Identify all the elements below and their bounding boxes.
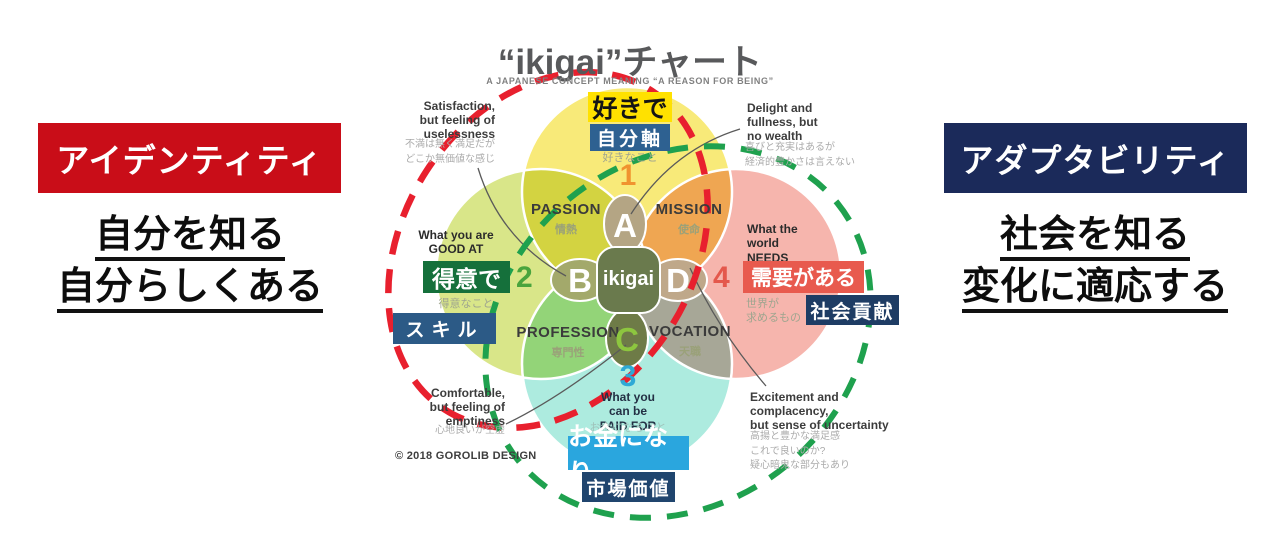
adaptability-banner: アダプタビリティ [944, 123, 1247, 193]
needs-box: 需要がある [743, 261, 864, 293]
letter-c: C [615, 321, 639, 358]
skill-tag: スキル [393, 313, 496, 344]
number-4: 4 [713, 261, 730, 294]
adaptability-line-2: 変化に適応する [925, 268, 1265, 313]
annotation-delight-en: Delight and fullness, but no wealth [747, 101, 818, 144]
ikigai-center-label: ikigai [602, 268, 655, 290]
letter-b: B [568, 262, 592, 299]
page-title: “ikigai”チャート [497, 43, 763, 82]
needs-jp-label: 世界が 求めるもの [746, 298, 801, 325]
page-subtitle: A JAPANESE CONCEPT MEANING “A REASON FOR… [486, 76, 774, 86]
copyright-notice: © 2018 GOROLIB DESIGN [395, 450, 537, 462]
paid-for-box: お金になり [568, 423, 689, 487]
connector-bottom-left [505, 344, 627, 425]
profession-label: PROFESSION [516, 324, 620, 341]
like-jp-label: 好きなこと [602, 152, 658, 164]
connector-top-right [630, 128, 741, 215]
annotation-satisfaction-jp: 不満は無く満足だが どこか無価値な感じ [405, 139, 495, 165]
good-at-en-label: What you are GOOD AT [418, 228, 494, 257]
number-3: 3 [619, 360, 637, 393]
adaptability-green-dashed-ellipse [482, 143, 874, 521]
like-box: 好きで [588, 92, 672, 123]
passion-label: PASSION [531, 201, 601, 218]
identity-line-2: 自分らしくある [20, 268, 360, 313]
number-2: 2 [516, 261, 533, 294]
identity-red-dashed-ellipse [385, 68, 711, 432]
annotation-comfortable-jp: 心地良いが空虚 [435, 425, 505, 436]
letter-a: A [613, 207, 637, 244]
profession-jp: 専門性 [551, 347, 585, 359]
ikigai-center-square [596, 246, 661, 314]
identity-line-1: 自分を知る [20, 216, 360, 261]
annotation-satisfaction-en: Satisfaction, but feeling of uselessness [419, 99, 495, 142]
market-value-tag: 市場価値 [582, 472, 675, 502]
paid-for-jp-label: お金になること [589, 422, 667, 434]
annotation-comfortable-en: Comfortable, but feeling of emptiness [429, 386, 505, 429]
good-at-box: 得意で [423, 261, 510, 293]
number-1: 1 [619, 159, 637, 192]
connector-top-left [477, 167, 567, 277]
annotation-excitement-en: Excitement and complacency, but sense of… [750, 390, 889, 433]
mission-jp: 使命 [678, 224, 700, 236]
paid-for-en-label: What you can be PAID FOR [599, 390, 657, 433]
social-contribution-tag: 社会貢献 [806, 295, 899, 325]
good-at-jp-label: 得意なこと [438, 298, 494, 310]
vocation-jp: 天職 [679, 346, 701, 358]
needs-en-label: What the world NEEDS [747, 222, 798, 265]
mission-label: MISSION [655, 201, 723, 218]
center-petals [550, 194, 708, 368]
adaptability-line-1: 社会を知る [925, 216, 1265, 261]
vocation-label: VOCATION [648, 323, 732, 340]
identity-banner: アイデンティティ [38, 123, 341, 193]
passion-jp: 情熱 [555, 224, 577, 236]
annotation-delight-jp: 喜びと充実はあるが 経済的豊かさは言えない [745, 142, 855, 168]
annotation-excitement-jp: 高揚と豊かな満足感 これで良いのか? 疑心暗鬼な部分もあり [750, 431, 850, 471]
self-axis-tag: 自分軸 [590, 124, 670, 151]
letter-d: D [666, 262, 690, 299]
